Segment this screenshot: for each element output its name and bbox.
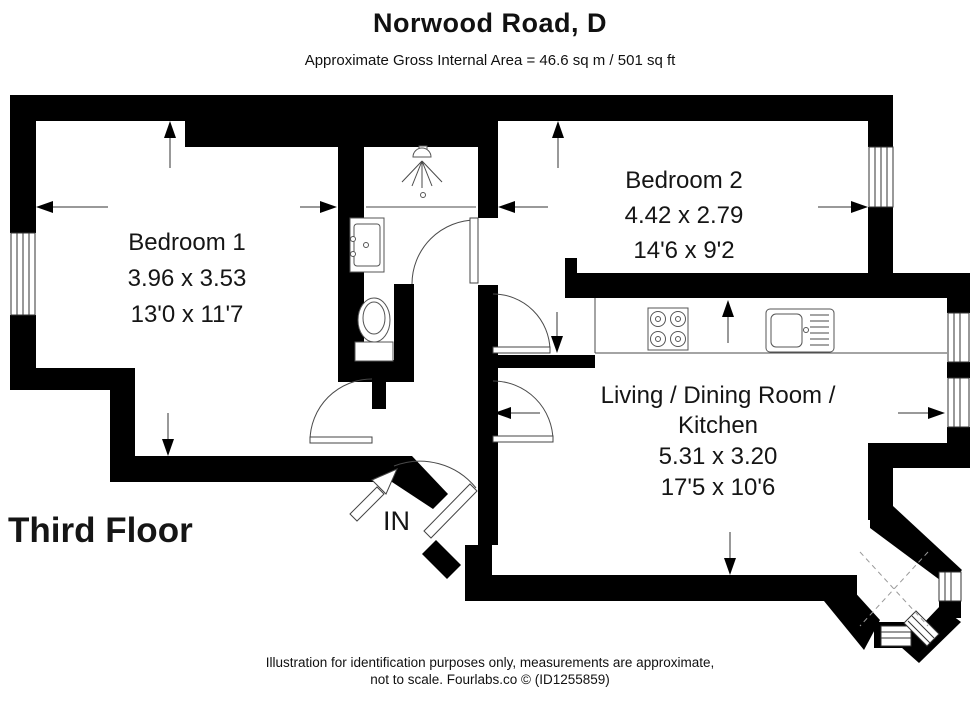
wall-door-stub <box>372 382 386 409</box>
footer-line2: not to scale. Fourlabs.co © (ID1255859) <box>370 672 610 687</box>
window-living-upper-icon <box>947 312 970 363</box>
wall-step-left-horizontal <box>10 368 135 390</box>
toilet-icon <box>354 297 394 362</box>
wall-left-upper <box>10 95 36 233</box>
bathroom-sink-icon <box>349 217 385 273</box>
entrance-arrow-icon <box>349 468 398 522</box>
window-turret-east-icon <box>938 571 962 602</box>
wall-bedroom2-kitchen <box>565 273 970 298</box>
page-subtitle: Approximate Gross Internal Area = 46.6 s… <box>304 52 676 69</box>
wall-bedroom2-right-lower <box>868 207 893 275</box>
bedroom1-name: Bedroom 1 <box>128 229 245 256</box>
living-name-line2: Kitchen <box>678 412 758 439</box>
bedroom2-dim-arrows <box>498 121 868 353</box>
room-labels: Bedroom 1 3.96 x 3.53 13'0 x 11'7 Bedroo… <box>8 167 836 550</box>
wall-entrance-step <box>465 545 492 601</box>
turret-dashed-cross <box>859 551 929 627</box>
wall-entrance-jamb-lower <box>422 540 461 579</box>
bedroom1-metric: 3.96 x 3.53 <box>128 265 247 292</box>
entrance-label: IN <box>383 506 410 536</box>
living-imperial: 17'5 x 10'6 <box>661 474 776 501</box>
kitchen-counter <box>594 298 947 354</box>
wall-right-below-window <box>947 427 970 443</box>
window-bedroom2-icon <box>868 146 894 208</box>
hob-icon <box>647 307 689 351</box>
walls <box>10 95 970 663</box>
bedroom2-imperial: 14'6 x 9'2 <box>633 237 734 264</box>
wall-step-band <box>868 443 970 468</box>
bedroom1-dim-arrows <box>36 121 337 456</box>
wall-right-corner <box>947 298 970 313</box>
wall-bathroom-bottom <box>338 360 414 382</box>
window-turret-south-icon <box>880 625 912 647</box>
bedroom2-name: Bedroom 2 <box>625 167 742 194</box>
wall-living-bottom <box>465 575 857 601</box>
kitchen-sink-icon <box>765 308 835 353</box>
living-dim-arrows <box>494 300 945 575</box>
window-living-lower-icon <box>947 377 970 428</box>
wall-turret-ne <box>870 506 962 586</box>
windows <box>10 146 970 647</box>
door-bedroom2 <box>492 293 551 354</box>
door-bedroom1 <box>309 378 373 444</box>
wall-entrance-jamb-upper <box>392 456 448 509</box>
window-bedroom1-icon <box>10 232 36 316</box>
shower-icon <box>401 145 443 198</box>
footer-line1: Illustration for identification purposes… <box>265 655 715 670</box>
wall-toilet-stub <box>394 284 414 360</box>
wall-hall-bottom <box>110 456 392 482</box>
wall-vestibule <box>478 355 595 368</box>
window-turret-diagonal-icon <box>903 610 940 647</box>
door-entrance <box>393 460 478 539</box>
wall-bedroom2-jamb <box>565 258 577 275</box>
living-name-line1: Living / Dining Room / <box>601 382 836 409</box>
wall-bedroom2-right-upper <box>868 121 893 147</box>
wall-top-thick <box>185 95 480 147</box>
wall-right-pier <box>947 362 970 378</box>
bedroom2-metric: 4.42 x 2.79 <box>625 202 744 229</box>
door-living-room <box>492 380 554 443</box>
page-title: Norwood Road, D <box>373 8 607 38</box>
wall-spine-upper <box>478 121 498 218</box>
door-bathroom <box>411 217 479 285</box>
dimension-arrows <box>36 121 945 575</box>
living-metric: 5.31 x 3.20 <box>659 443 778 470</box>
wall-spine-lower <box>478 285 498 545</box>
bedroom1-imperial: 13'0 x 11'7 <box>131 301 244 328</box>
bathroom-fixtures <box>349 145 476 362</box>
floor-label: Third Floor <box>8 511 193 550</box>
doors <box>309 217 554 539</box>
